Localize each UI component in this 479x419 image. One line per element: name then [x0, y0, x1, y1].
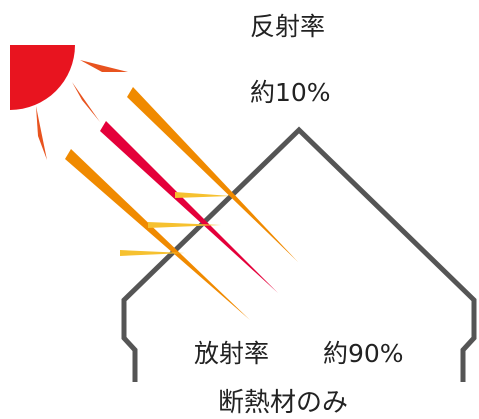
reflectance-label: 反射率: [250, 12, 326, 41]
emissivity-value: 約90%: [323, 339, 404, 368]
reflectance-value: 約10%: [250, 78, 331, 107]
heat-rays: [65, 87, 298, 320]
house-outline-icon: [121, 126, 477, 382]
reflected-ray-1: [175, 192, 231, 198]
sun-ray-1: [80, 60, 128, 72]
sun-icon: [10, 45, 128, 160]
emissivity-label: 放射率: [194, 339, 270, 368]
sun-ray-2: [72, 82, 100, 122]
sun-disc: [10, 45, 75, 110]
caption: 断熱材のみ: [218, 388, 349, 418]
emitted-ray-1: [100, 121, 278, 293]
incident-ray-1: [127, 87, 298, 262]
reflected-ray-3: [120, 250, 185, 256]
reflected-ray-2: [148, 222, 221, 228]
incident-ray-2: [65, 149, 250, 320]
sun-ray-3: [36, 106, 47, 160]
